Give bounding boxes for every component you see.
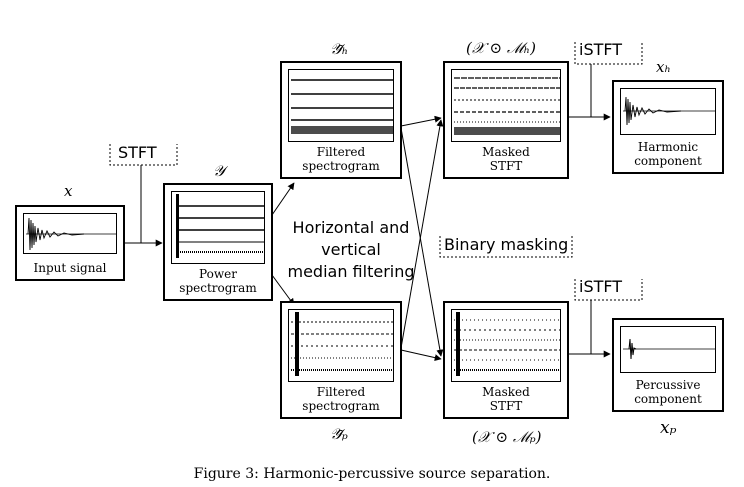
harmonic-math-label: xₕ <box>656 58 671 76</box>
spectrogram-icon <box>454 312 560 376</box>
power-math-label: 𝒴 <box>213 162 225 180</box>
binary-masking-label: Binary masking <box>444 235 569 254</box>
arrow-filtered-h-to-masked-h <box>400 115 442 127</box>
spectrogram-icon <box>176 194 264 258</box>
masked-h-caption: Masked STFT <box>482 145 530 173</box>
arrow-power-to-filtered-p <box>271 274 295 306</box>
stft-label: STFT <box>118 143 157 162</box>
percussive-math-label: xₚ <box>660 418 677 438</box>
percussive-waveform-thumb <box>620 326 716 373</box>
arrow-filtered-p-to-masked-h <box>400 119 444 349</box>
filtered-p-math-label: 𝒴̃ₚ <box>330 425 348 443</box>
filtered-h-thumb <box>288 69 394 142</box>
masked-stft-p-box: Masked STFT <box>443 301 569 419</box>
filtered-spectrogram-h-box: Filtered spectrogram <box>280 61 402 179</box>
arrow-power-to-filtered-h <box>271 182 295 216</box>
istft-top-label: iSTFT <box>579 40 623 59</box>
power-spectrogram-box: Power spectrogram <box>163 183 273 301</box>
spectrogram-icon <box>454 77 560 135</box>
power-spectrogram-caption: Power spectrogram <box>179 267 257 295</box>
input-waveform-thumb <box>23 213 117 254</box>
waveform-icon <box>26 217 116 251</box>
filtered-p-thumb <box>288 309 394 382</box>
power-spectrogram-thumb <box>171 191 265 264</box>
filtered-h-caption: Filtered spectrogram <box>302 145 380 173</box>
masked-p-math-label: (𝒳 ⊙ ℳₚ) <box>472 428 542 446</box>
percussive-component-box: Percussive component <box>612 318 724 412</box>
masked-p-caption: Masked STFT <box>482 385 530 413</box>
percussive-caption: Percussive component <box>634 378 702 406</box>
median-filtering-label: Horizontal and vertical median filtering <box>287 218 415 281</box>
spectrogram-icon <box>291 312 393 376</box>
waveform-icon <box>623 96 715 126</box>
waveform-icon <box>623 338 715 360</box>
istft-top-bracket <box>574 42 643 65</box>
harmonic-component-box: Harmonic component <box>612 80 724 174</box>
harmonic-waveform-thumb <box>620 88 716 135</box>
masked-p-thumb <box>451 309 561 382</box>
masked-stft-h-box: Masked STFT <box>443 61 569 179</box>
istft-bottom-label: iSTFT <box>579 277 623 296</box>
input-signal-caption: Input signal <box>33 261 107 275</box>
figure-caption: Figure 3: Harmonic-percussive source sep… <box>193 466 551 482</box>
input-signal-box: Input signal <box>15 205 125 281</box>
filtered-p-caption: Filtered spectrogram <box>302 385 380 413</box>
arrow-filtered-h-to-masked-p <box>400 127 444 357</box>
filtered-spectrogram-p-box: Filtered spectrogram <box>280 301 402 419</box>
input-math-label: x <box>64 182 73 200</box>
harmonic-caption: Harmonic component <box>634 140 702 168</box>
masked-h-math-label: (𝒳 ⊙ ℳₕ) <box>466 39 536 57</box>
filtered-h-math-label: 𝒴̃ₕ <box>330 40 349 58</box>
spectrogram-icon <box>291 79 393 134</box>
arrow-filtered-p-to-masked-p <box>400 349 442 362</box>
masked-h-thumb <box>451 69 561 142</box>
